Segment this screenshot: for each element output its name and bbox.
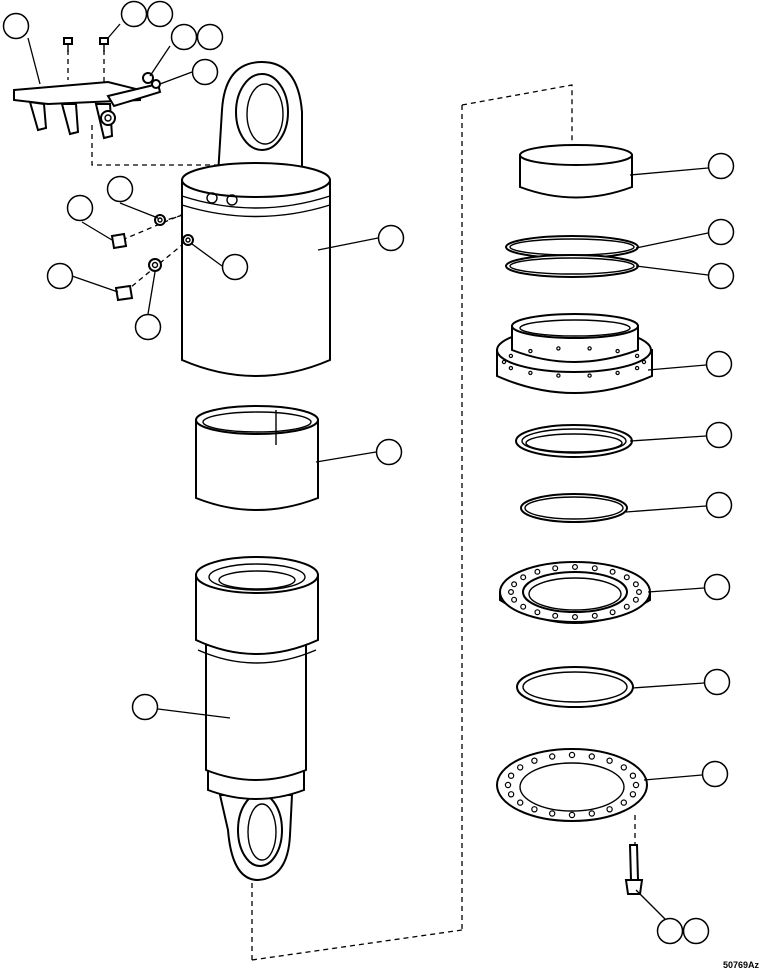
barrel-fittings [110,214,194,302]
bolt-hole [615,370,620,376]
bolt-hole [629,772,637,779]
guard-bolts [63,37,161,89]
bolt-hole [591,612,598,619]
callouts [2,0,735,945]
bolt-hole [588,810,596,817]
bolt-hole [520,574,527,581]
bolt-hole [620,799,628,806]
bolt-hole [632,781,640,789]
bushing-sleeve [195,405,319,511]
bolt-hole [588,753,596,760]
bolt-hole [504,781,512,789]
bolt-hole [634,365,640,371]
bolt-hole [623,603,630,610]
bolt-hole [587,346,592,351]
callout-circle [705,421,733,449]
figure-reference-code: 50769Az [722,960,759,970]
right-parts [496,144,653,895]
bolt-hole [511,581,518,588]
callout-circle [120,0,148,28]
callout-circle [146,0,174,28]
bolt-hole [552,612,559,619]
bolt-hole [606,757,613,764]
bolt-hole [609,609,616,616]
callout-circle [377,224,405,252]
bolt-hole [517,764,524,771]
callout-circle [682,917,710,945]
callout-circle [705,350,733,378]
callout-circle [703,668,731,696]
callout-circle [2,12,30,40]
bolt-hole [531,757,538,764]
bolt-hole [587,373,592,378]
bolt-hole [606,806,613,813]
cylinder-barrel [181,60,331,377]
bolt-hole [609,568,616,575]
bolt-hole [641,359,647,365]
bolt-hole [507,772,515,779]
bolt-hole [635,588,642,595]
bolt-hole [556,346,561,351]
bolt-hole [507,791,515,798]
callout-circle [707,152,735,180]
bolt-hole [501,359,507,365]
callout-circle [106,175,134,203]
bolt-hole [571,613,578,620]
piston-rod [195,556,319,882]
bolt-hole [531,806,538,813]
callout-circle [191,58,219,86]
callout-circle [46,262,74,290]
callout-circle [701,760,729,788]
callout-circle [703,573,731,601]
bolt-hole [528,370,533,376]
bolt-hole [634,353,640,359]
bolt-hole [549,810,556,817]
bolt-hole [556,373,561,378]
bolt-hole [568,751,576,759]
bolt-hole [620,764,628,771]
bolt-hole [571,563,578,570]
callout-circle [131,693,159,721]
callout-circle [221,253,249,281]
bolt-hole [534,568,541,575]
bolt-holes [501,346,647,819]
bolt-hole [568,811,576,819]
bolt-hole [517,799,524,806]
bolt-hole [629,791,637,798]
callout-circle [707,218,735,246]
callout-circle [196,23,224,51]
bolt-hole [508,588,515,595]
bolt-hole [632,581,639,588]
callout-circle [66,194,94,222]
bolt-hole [508,365,514,371]
bolt-hole [632,596,639,603]
guard-plate [13,80,162,140]
callout-circle [170,23,198,51]
bolt-hole [534,609,541,616]
callout-circle [134,313,162,341]
bolt-hole [508,353,514,359]
bolt-hole [591,565,598,572]
bolt-hole [623,574,630,581]
callout-circle [707,262,735,290]
bolt-hole [528,348,533,354]
bolt-hole [520,603,527,610]
bolt-hole [549,753,556,760]
leader-lines [27,23,709,923]
bolt-hole [552,565,559,572]
bolt-hole [615,348,620,354]
callout-circle [656,917,684,945]
callout-circle [705,491,733,519]
callout-circle [375,438,403,466]
bolt-hole [511,596,518,603]
